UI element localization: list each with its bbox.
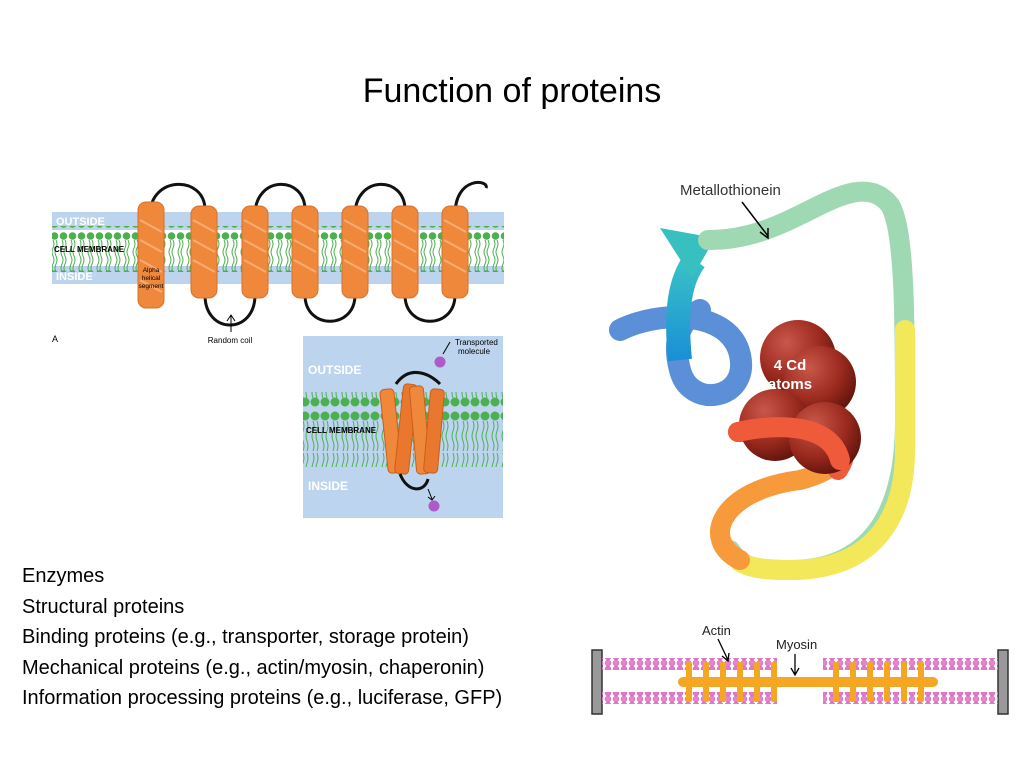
inside-label-a: INSIDE xyxy=(56,271,93,283)
transported-molecule-top xyxy=(434,356,446,368)
molecule-label-line2: molecule xyxy=(458,347,491,356)
inside-label-b: INSIDE xyxy=(308,479,348,493)
outside-label-b: OUTSIDE xyxy=(308,363,361,377)
lipid-bilayer xyxy=(52,226,504,272)
metallothionein-diagram: 4 Cd atoms Metallothionein xyxy=(609,181,916,581)
segment-label-line2: helical xyxy=(142,275,161,282)
figure-b-transporter-diagram: Transported molecule OUTSIDE CELL MEMBRA… xyxy=(303,336,503,518)
outside-label-a: OUTSIDE xyxy=(56,216,105,228)
list-item: Mechanical proteins (e.g., actin/myosin,… xyxy=(22,656,485,679)
transported-molecule-bottom xyxy=(428,500,440,512)
metallothionein-label: Metallothionein xyxy=(680,182,781,199)
panel-letter-a: A xyxy=(52,334,58,344)
slide-title: Function of proteins xyxy=(362,72,662,110)
list-item: Structural proteins xyxy=(22,595,185,618)
membrane-label-b: CELL MEMBRANE xyxy=(306,426,377,435)
cd-label-line2: atoms xyxy=(768,376,812,393)
segment-label-line3: segment xyxy=(139,283,164,290)
actin-myosin-diagram: Actin Myosin xyxy=(591,623,1009,715)
outside-band xyxy=(52,212,504,230)
cd-label-line1: 4 Cd xyxy=(774,357,807,374)
list-item: Information processing proteins (e.g., l… xyxy=(22,687,503,709)
actin-filament-top-right xyxy=(823,658,998,670)
coil-arrow xyxy=(226,314,236,332)
myosin-filament xyxy=(678,677,938,687)
actin-filament-bottom-right xyxy=(823,692,998,704)
list-item: Binding proteins (e.g., transporter, sto… xyxy=(22,626,469,648)
z-line-right xyxy=(997,649,1009,715)
coil-label: Random coil xyxy=(208,336,253,345)
z-line-left xyxy=(591,649,603,715)
list-item: Enzymes xyxy=(22,565,105,587)
figure-a-membrane-diagram: OUTSIDE CELL MEMBRANE INSIDE Alpha helic… xyxy=(52,181,504,345)
actin-label: Actin xyxy=(702,623,731,638)
membrane-label-a: CELL MEMBRANE xyxy=(54,245,125,254)
molecule-label-line1: Transported xyxy=(455,338,498,347)
cd-atom-2 xyxy=(784,346,856,418)
protein-function-list: Enzymes Structural proteins Binding prot… xyxy=(22,561,502,714)
myosin-label: Myosin xyxy=(776,637,817,652)
segment-label-line1: Alpha xyxy=(143,267,160,274)
